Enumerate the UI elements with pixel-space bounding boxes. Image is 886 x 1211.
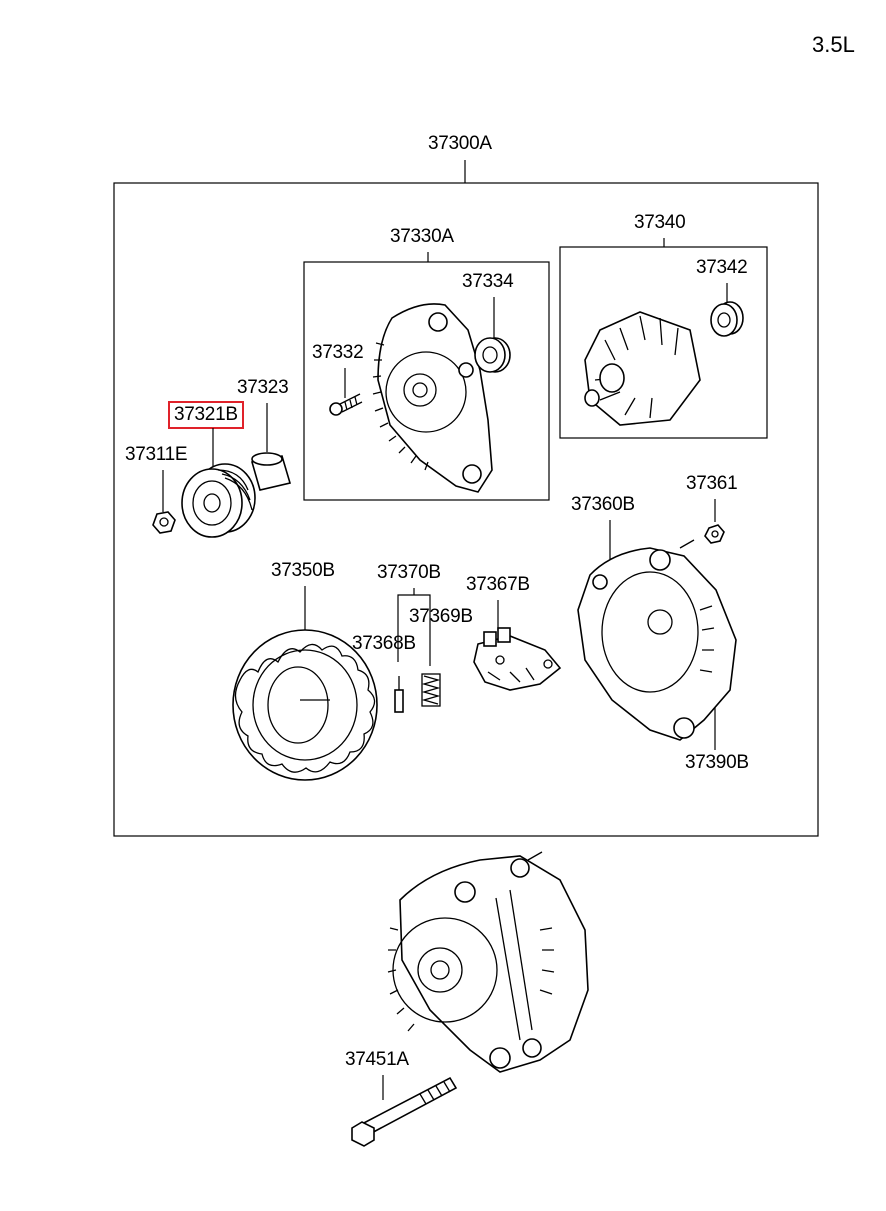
spring-37369B — [421, 673, 441, 707]
label-37330A[interactable]: 37330A — [390, 226, 454, 247]
stator-37350B — [232, 629, 378, 781]
label-37360B[interactable]: 37360B — [571, 494, 635, 515]
label-37451A[interactable]: 37451A — [345, 1049, 409, 1070]
bolt-37451A — [351, 1076, 458, 1147]
engine-label: 3.5L — [812, 32, 855, 57]
leader-lines — [162, 160, 728, 1100]
label-37323[interactable]: 37323 — [237, 377, 289, 398]
rear-housing-37360B — [577, 539, 737, 741]
label-37367B[interactable]: 37367B — [466, 574, 530, 595]
label-37350B[interactable]: 37350B — [271, 560, 335, 581]
label-37370B[interactable]: 37370B — [377, 562, 441, 583]
label-37300A[interactable]: 37300A — [428, 133, 492, 154]
label-37321B-selected[interactable]: 37321B — [168, 401, 244, 429]
rotor-37340 — [584, 311, 701, 426]
screw-37332 — [329, 393, 363, 416]
bearing-37342 — [710, 301, 744, 337]
label-37340[interactable]: 37340 — [634, 212, 686, 233]
pulley-37321B — [181, 463, 256, 538]
label-37361[interactable]: 37361 — [686, 473, 738, 494]
label-37390B[interactable]: 37390B — [685, 752, 749, 773]
alternator-assembly — [387, 851, 589, 1073]
spacer-37323 — [250, 452, 292, 491]
regulator-37367B — [473, 627, 562, 691]
front-housing-frame — [303, 261, 550, 501]
nut-37311E — [152, 511, 176, 534]
label-37368B[interactable]: 37368B — [352, 633, 416, 654]
assembly-frame — [113, 182, 819, 837]
nut-37361 — [704, 524, 725, 544]
label-37334[interactable]: 37334 — [462, 271, 514, 292]
label-37369B[interactable]: 37369B — [409, 606, 473, 627]
front-housing-37330A — [372, 303, 493, 493]
label-37332[interactable]: 37332 — [312, 342, 364, 363]
label-37311E[interactable]: 37311E — [125, 444, 188, 465]
brush-37368B — [394, 676, 404, 713]
bearing-37334 — [474, 337, 511, 373]
label-37342[interactable]: 37342 — [696, 257, 748, 278]
